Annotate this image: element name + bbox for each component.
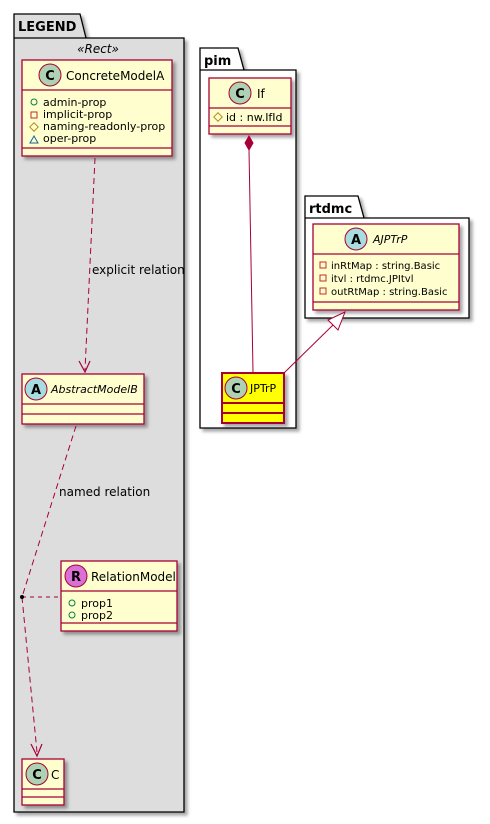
class-name: If [257, 87, 266, 101]
public-visibility-icon [68, 611, 76, 619]
open-arrowhead-icon [78, 360, 91, 374]
class-concrete-model-a[interactable]: C ConcreteModelA admin-prop implicit-pro… [21, 59, 173, 157]
class-c-icon [38, 63, 62, 87]
package-pim: pim [199, 47, 297, 429]
package-visibility-icon [29, 134, 39, 144]
class-name: AbstractModelB [50, 383, 138, 396]
class-kind-letter: C [235, 87, 245, 102]
field-text: outRtMap : string.Basic [331, 287, 447, 298]
protected-visibility-icon [213, 112, 223, 122]
private-visibility-icon [319, 274, 327, 282]
class-kind-letter: A [31, 383, 41, 398]
public-visibility-icon [68, 599, 76, 607]
field-text: implicit-prop [43, 108, 112, 121]
class-jptrp[interactable]: C JPTrP [221, 372, 285, 424]
legend-stereotype: «Rect» [77, 42, 119, 56]
junction-dot [20, 595, 24, 599]
class-name: C [51, 768, 59, 782]
field-text: naming-readonly-prop [43, 120, 165, 133]
composition-edge [244, 134, 254, 373]
package-title-legend: LEGEND [18, 20, 77, 35]
private-visibility-icon [30, 111, 38, 119]
class-kind-letter: A [351, 233, 361, 248]
class-c-icon [224, 376, 248, 400]
edge-label: named relation [59, 485, 150, 499]
package-title-pim: pim [204, 54, 231, 69]
hollow-triangle-icon [327, 311, 346, 331]
field-text: id : nw.IfId [226, 111, 283, 124]
class-a-icon [344, 227, 368, 251]
class-kind-letter: C [231, 382, 241, 397]
protected-visibility-icon [29, 122, 39, 132]
class-kind-letter: R [71, 570, 81, 585]
class-if[interactable]: C If id : nw.IfId [208, 77, 292, 135]
class-ajptrp[interactable]: A AJPTrP inRtMap : string.Basic itvl : r… [312, 223, 460, 311]
class-name: ConcreteModelA [66, 69, 165, 83]
field-text: admin-prop [43, 96, 106, 109]
field-text: inRtMap : string.Basic [331, 261, 440, 272]
class-relation-model[interactable]: R RelationModel prop1 prop2 [60, 560, 178, 632]
explicit-relation-edge: explicit relation [78, 157, 185, 374]
field-text: oper-prop [43, 132, 96, 145]
class-c[interactable]: C C [21, 758, 65, 806]
class-a-icon [24, 377, 48, 401]
public-visibility-icon [30, 98, 38, 106]
edge-label: explicit relation [92, 263, 185, 277]
class-c-icon [25, 762, 49, 786]
class-kind-letter: C [32, 768, 42, 783]
class-name: AJPTrP [372, 233, 408, 246]
private-visibility-icon [319, 287, 327, 295]
field-text: prop2 [81, 609, 113, 622]
open-arrowhead-icon [30, 743, 43, 758]
class-r-icon [64, 564, 88, 588]
class-name: JPTrP [249, 382, 277, 395]
private-visibility-icon [319, 261, 327, 269]
class-kind-letter: C [45, 69, 55, 84]
field-text: itvl : rtdmc.JPItvl [331, 274, 413, 285]
inheritance-edge [283, 311, 346, 374]
class-name: RelationModel [91, 570, 176, 584]
field-text: prop1 [81, 597, 113, 610]
named-relation-edge: named relation [20, 425, 150, 758]
package-title-rtdmc: rtdmc [309, 202, 352, 217]
class-c-icon [228, 81, 252, 105]
class-abstract-model-b[interactable]: A AbstractModelB [21, 373, 145, 425]
